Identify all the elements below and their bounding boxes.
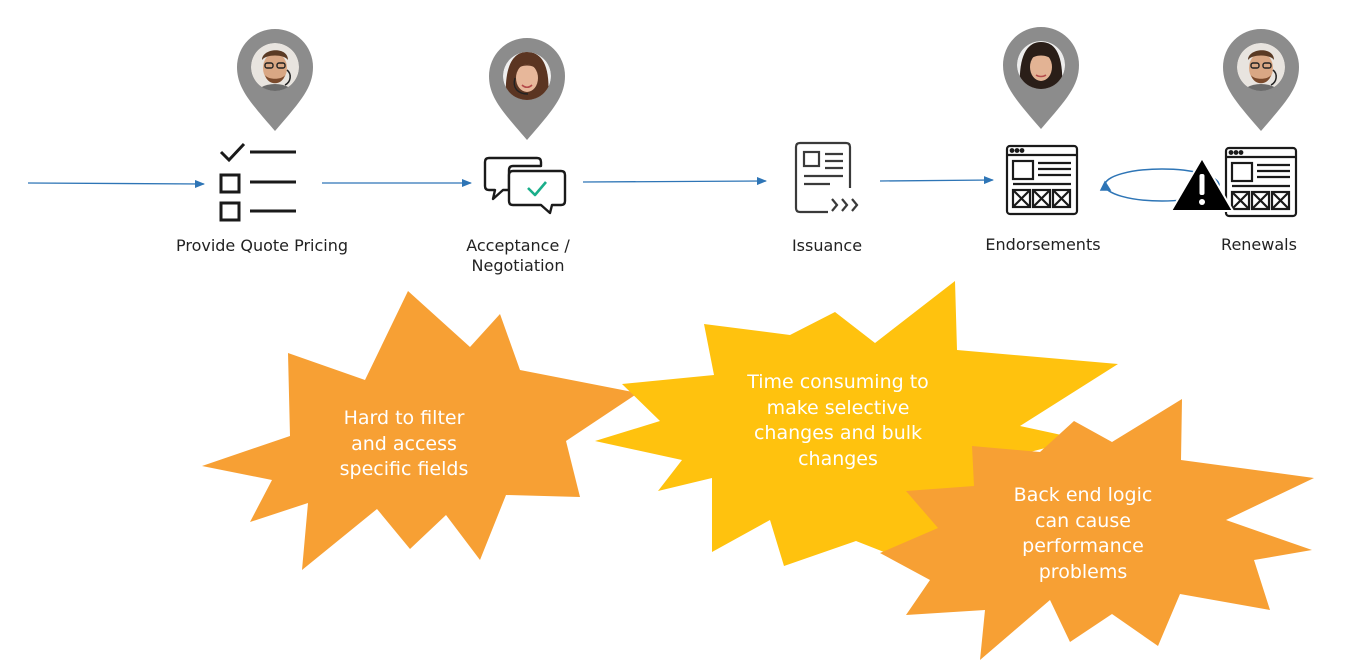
stage-label-acceptance: Acceptance / Negotiation xyxy=(466,236,570,275)
warning-icon xyxy=(1170,157,1234,212)
chat-approval-icon xyxy=(483,156,567,215)
stage-label-issuance: Issuance xyxy=(791,236,863,255)
pain-burst-3 xyxy=(880,399,1314,660)
flow-arrow-4 xyxy=(879,176,994,185)
pain-point-text-2: Time consuming to make selective changes… xyxy=(747,371,929,470)
female-agent-avatar xyxy=(503,52,551,100)
stage-label-endorsements: Endorsements xyxy=(985,235,1101,254)
pain-point-text-1: Hard to filter and access specific field… xyxy=(339,407,469,480)
document-send-icon xyxy=(794,141,859,214)
pin-marker-4 xyxy=(1223,29,1299,131)
pin-marker-1 xyxy=(237,29,313,131)
checklist-icon xyxy=(219,142,296,222)
flow-arrow-3 xyxy=(582,177,767,186)
browser-form-icon xyxy=(1005,144,1079,216)
pain-burst-1 xyxy=(202,291,638,570)
renewal-loop-arrow xyxy=(1099,168,1220,202)
browser-form-icon xyxy=(1224,146,1298,218)
flow-arrow-1 xyxy=(27,179,205,188)
pin-marker-2 xyxy=(489,38,565,140)
pin-marker-3 xyxy=(1003,27,1079,129)
female-agent-avatar xyxy=(1017,41,1065,89)
pain-point-text-3: Back end logic can cause performance pro… xyxy=(1013,484,1153,583)
stage-label-renewals: Renewals xyxy=(1221,235,1297,254)
stage-label-quote: Provide Quote Pricing xyxy=(175,236,349,255)
